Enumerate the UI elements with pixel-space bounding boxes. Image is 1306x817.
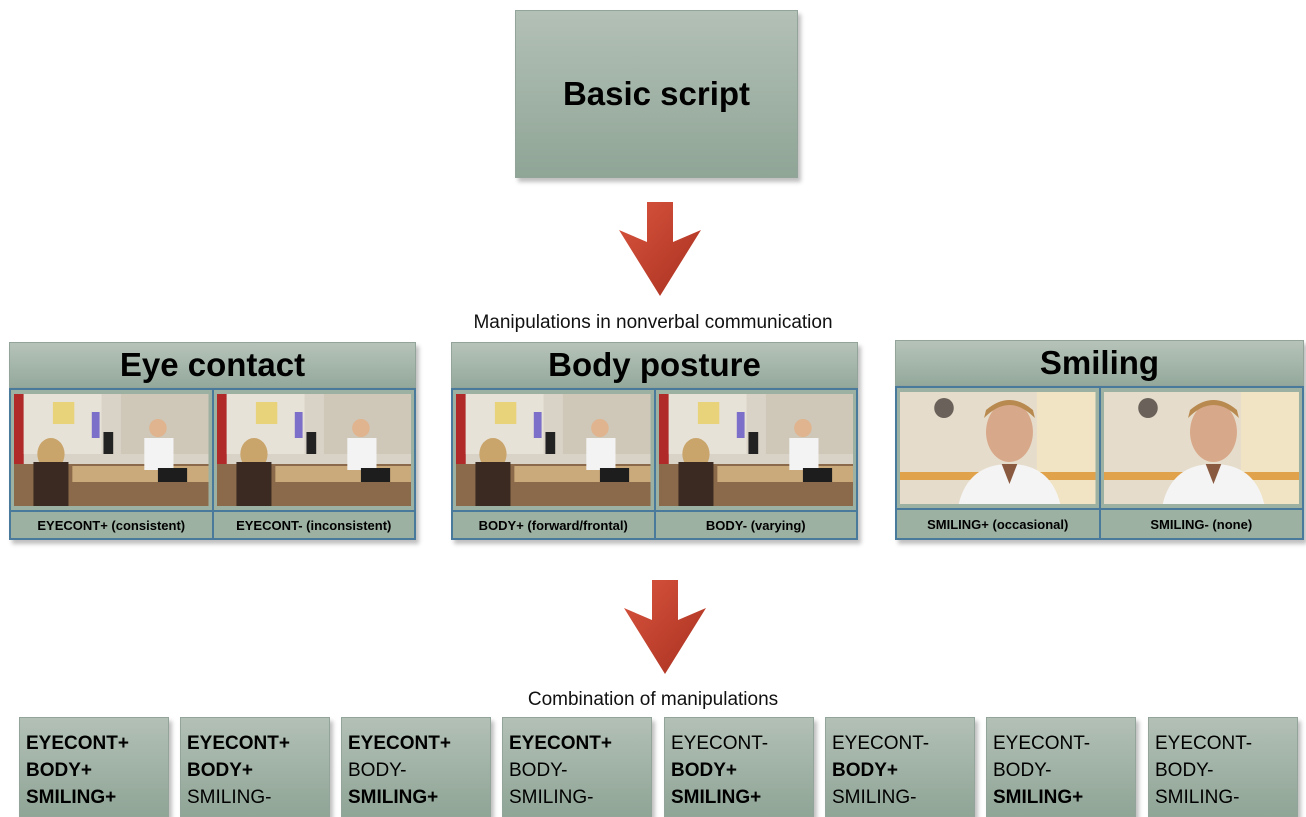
combination-line: SMILING+	[348, 787, 439, 808]
combination-line: BODY-	[509, 760, 568, 781]
consultation-room-photo	[658, 394, 853, 506]
combination-line: EYECONT-	[993, 733, 1091, 754]
panel-body-posture: Body posture BODY+ (forward/frontal) BOD…	[451, 342, 858, 540]
combination-line: BODY+	[671, 760, 737, 781]
panel-grid: BODY+ (forward/frontal) BODY- (varying)	[451, 388, 858, 540]
combination-line: SMILING-	[1155, 787, 1240, 808]
panel-title: Eye contact	[9, 342, 416, 388]
basic-script-box: Basic script	[515, 10, 798, 178]
combination-line: EYECONT+	[509, 733, 612, 754]
combination-line: BODY+	[187, 760, 253, 781]
combination-line: BODY-	[348, 760, 407, 781]
combination-line: SMILING+	[671, 787, 762, 808]
panel-cell: EYECONT+ (consistent)	[11, 390, 214, 538]
combination-line: SMILING+	[993, 787, 1084, 808]
combination-line: SMILING+	[26, 787, 117, 808]
combination-box: EYECONT+ BODY- SMILING+	[341, 717, 491, 817]
combination-line: BODY-	[993, 760, 1052, 781]
combination-line: EYECONT-	[832, 733, 930, 754]
cell-label: SMILING- (none)	[1100, 508, 1302, 538]
combination-box: EYECONT- BODY+ SMILING+	[664, 717, 814, 817]
cell-label: BODY- (varying)	[655, 510, 856, 538]
consultation-room-photo	[456, 394, 651, 506]
combination-box: EYECONT- BODY- SMILING-	[1148, 717, 1298, 817]
combination-box: EYECONT+ BODY- SMILING-	[502, 717, 652, 817]
manipulations-caption: Manipulations in nonverbal communication	[473, 312, 833, 333]
panel-title: Smiling	[895, 340, 1304, 386]
panel-cell: SMILING+ (occasional)	[897, 388, 1101, 538]
combination-box: EYECONT+ BODY+ SMILING+	[19, 717, 169, 817]
cell-label: EYECONT+ (consistent)	[11, 510, 212, 538]
combination-line: BODY-	[1155, 760, 1214, 781]
combination-line: EYECONT-	[1155, 733, 1253, 754]
panel-smiling: Smiling SMILING+ (occasional) SMILING- (…	[895, 340, 1304, 540]
combination-line: EYECONT+	[26, 733, 129, 754]
cell-label: SMILING+ (occasional)	[897, 508, 1099, 538]
combination-box: EYECONT- BODY- SMILING+	[986, 717, 1136, 817]
panel-cell: EYECONT- (inconsistent)	[213, 390, 414, 538]
combination-caption: Combination of manipulations	[527, 689, 779, 710]
cell-label: EYECONT- (inconsistent)	[213, 510, 414, 538]
panel-grid: SMILING+ (occasional) SMILING- (none)	[895, 386, 1304, 540]
consultation-room-photo	[14, 394, 209, 506]
combination-line: SMILING-	[832, 787, 917, 808]
combination-box: EYECONT- BODY+ SMILING-	[825, 717, 975, 817]
panel-cell: SMILING- (none)	[1100, 388, 1302, 538]
panel-grid: EYECONT+ (consistent) EYECONT- (inconsis…	[9, 388, 416, 540]
combination-line: SMILING-	[509, 787, 594, 808]
panel-cell: BODY+ (forward/frontal)	[453, 390, 656, 538]
combination-line: SMILING-	[187, 787, 272, 808]
down-arrow-icon	[624, 580, 706, 674]
combination-box: EYECONT+ BODY+ SMILING-	[180, 717, 330, 817]
down-arrow-icon	[619, 202, 701, 296]
basic-script-title: Basic script	[562, 75, 751, 112]
cell-label: BODY+ (forward/frontal)	[453, 510, 654, 538]
panel-eye-contact: Eye contact EYECONT+ (consistent) EYECON…	[9, 342, 416, 540]
combination-line: EYECONT+	[187, 733, 290, 754]
combination-line: EYECONT+	[348, 733, 451, 754]
panel-title: Body posture	[451, 342, 858, 388]
doctor-closeup-photo	[900, 392, 1096, 504]
consultation-room-photo	[216, 394, 411, 506]
doctor-closeup-photo	[1103, 392, 1299, 504]
combination-line: BODY+	[832, 760, 898, 781]
combination-line: EYECONT-	[671, 733, 769, 754]
panel-cell: BODY- (varying)	[655, 390, 856, 538]
combination-line: BODY+	[26, 760, 92, 781]
